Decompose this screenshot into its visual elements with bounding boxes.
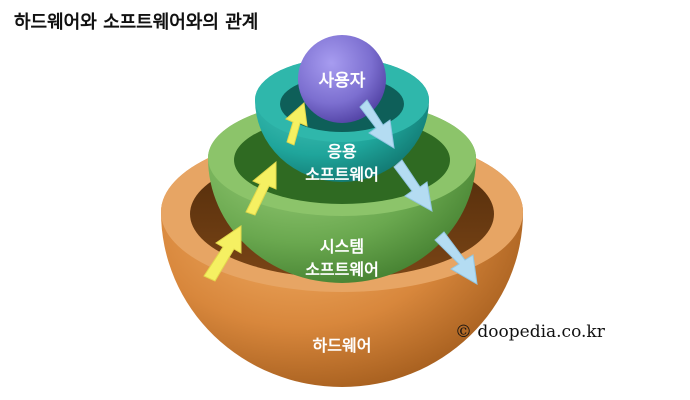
down-arrows <box>359 99 478 285</box>
user-sphere <box>298 35 386 123</box>
copyright-credit: © doopedia.co.kr <box>455 322 605 342</box>
user-label: 사용자 <box>319 71 366 91</box>
application-software-label-line2: 소프트웨어 <box>305 165 379 184</box>
application-software-label-line1: 응용 <box>327 142 357 161</box>
system-software-label-line1: 시스템 <box>320 237 364 256</box>
up-arrow-1 <box>285 101 308 146</box>
up-arrow-2 <box>245 160 277 216</box>
up-arrows <box>203 101 308 282</box>
down-arrow-3 <box>434 231 478 285</box>
hardware-label: 하드웨어 <box>313 336 372 355</box>
diagram-title: 하드웨어와 소프트웨어와의 관계 <box>14 12 259 33</box>
down-arrow-1 <box>359 99 395 149</box>
down-arrow-2 <box>393 159 433 212</box>
system-software-label-line2: 소프트웨어 <box>305 260 379 279</box>
up-arrow-3 <box>203 225 242 282</box>
